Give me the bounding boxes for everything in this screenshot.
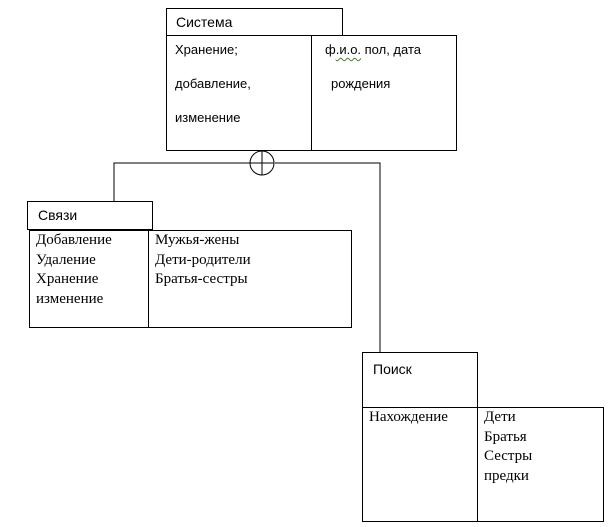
search-title-box: Поиск [362,352,478,408]
search-data-4: предки [484,467,529,484]
connector-search [275,162,381,352]
system-title-box: Система [166,8,343,36]
search-data-2: Братья [484,428,527,445]
search-body-box: Нахождение Дети Братья Сестры предки [362,407,604,522]
links-data-2: Дети-родители [155,251,251,268]
links-title: Связи [38,207,78,223]
search-function-1: Нахождение [369,409,448,425]
links-function-1: Добавление [36,232,112,248]
system-title: Система [176,14,233,30]
system-function-3: изменение [175,110,241,125]
system-data-prefix: ф [325,42,336,57]
system-function-1: Хранение; [175,42,238,57]
links-function-3: Хранение [36,271,99,287]
junction-icon [249,150,275,176]
search-divider [477,408,478,521]
links-divider [148,231,149,327]
search-data-3: Сестры [484,448,533,464]
system-data-wavy: .и.о. [335,42,362,57]
links-data-3: Братья-сестры [155,271,248,287]
system-divider [311,36,312,150]
system-body-box: Хранение; добавление, изменение ф.и.о. п… [166,35,457,151]
links-body-box: Добавление Удаление Хранение изменение М… [29,230,352,328]
system-data-line-2: рождения [331,76,391,91]
links-function-4: изменение [36,290,104,307]
search-data-1: Дети [484,409,516,425]
connector-links [113,162,262,201]
search-title: Поиск [373,361,412,377]
links-data-1: Мужья-жены [155,232,240,248]
system-data-rest: пол, дата [361,42,422,57]
system-data-line-1: ф.и.о. пол, дата [325,42,421,57]
links-title-box: Связи [27,201,153,230]
system-function-2: добавление, [175,76,251,91]
links-function-2: Удаление [36,251,96,268]
